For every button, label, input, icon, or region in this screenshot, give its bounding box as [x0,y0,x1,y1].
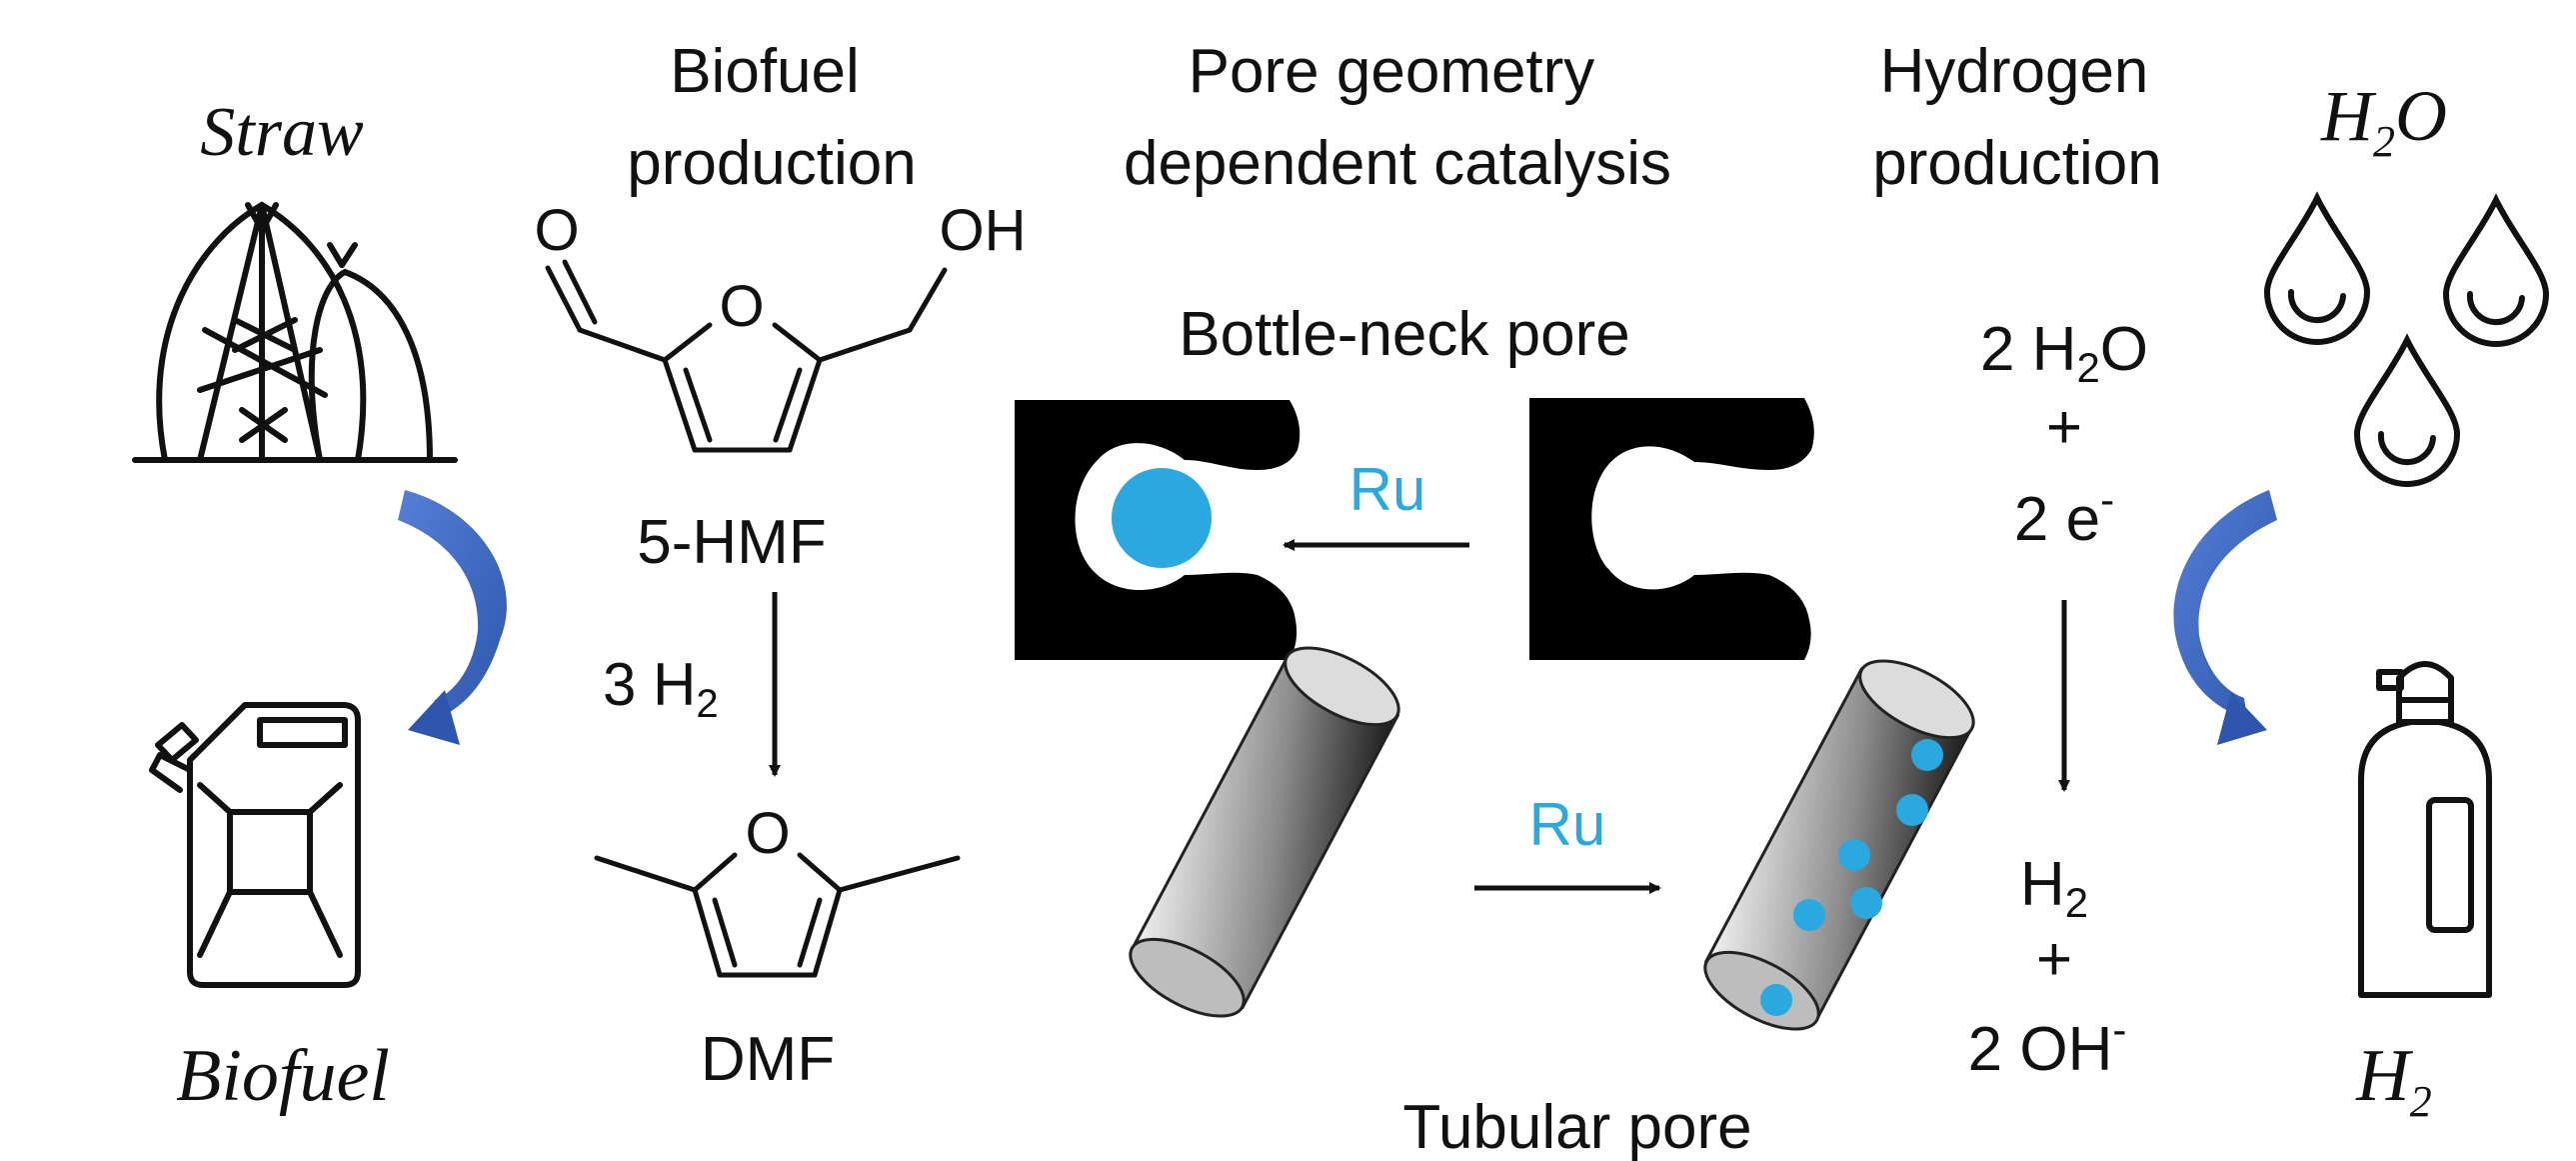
tubular-pore-loaded [1703,659,1975,1031]
product-hydroxide: 2 OH- [1968,1006,2127,1084]
hydrogen-cylinder-icon [2358,661,2492,998]
product-plus: + [2036,925,2072,994]
biofuel-label: Biofuel [176,1035,390,1117]
heading-hydrogen-line1: Hydrogen [1880,37,2149,106]
hmf-structure [545,259,948,453]
hydrogen-reagent: 3 H2 [603,651,719,726]
water-label: H2O [2320,76,2447,166]
hmf-label: 5-HMF [637,508,826,577]
dmf-label: DMF [701,1025,835,1094]
ru-nanoparticle [1112,468,1212,568]
reactant-plus: + [2046,393,2082,462]
ru-label-top: Ru [1349,456,1426,523]
heading-pore-line1: Pore geometry [1189,37,1595,106]
straw-icon [132,201,458,463]
bottleneck-pore-empty [1529,398,1814,660]
reactant-water: 2 H2O [1980,315,2148,391]
hmf-aldehyde-oxygen: O [534,198,579,263]
hmf-hydroxyl: OH [940,198,1027,263]
heading-biofuel-line1: Biofuel [670,37,860,106]
heading-hydrogen-line2: production [1872,129,2162,198]
fuel-can-icon [149,702,361,988]
ru-label-bottom: Ru [1529,791,1606,858]
water-drops-icon [2263,191,2550,487]
heading-biofuel-line2: production [627,129,917,198]
heading-pore-line2: dependent catalysis [1124,129,1671,198]
tubular-pore-empty [1129,646,1400,1018]
water-to-hydrogen-arrow [2173,490,2277,745]
dmf-structure [594,852,961,978]
tubular-pore-label: Tubular pore [1402,1093,1751,1161]
bottleneck-pore-label: Bottle-neck pore [1179,300,1629,369]
hmf-ring-oxygen: O [719,274,764,339]
straw-label: Straw [200,94,364,171]
reactant-electrons: 2 e- [2014,476,2114,554]
hydrogen-label: H2 [2355,1035,2431,1126]
bottleneck-pore-filled [1015,400,1300,660]
straw-to-biofuel-arrow [398,490,507,745]
ru-nanoparticles-tube [1760,739,1943,1016]
product-hydrogen: H2 [2020,850,2088,926]
dmf-ring-oxygen: O [745,801,790,866]
